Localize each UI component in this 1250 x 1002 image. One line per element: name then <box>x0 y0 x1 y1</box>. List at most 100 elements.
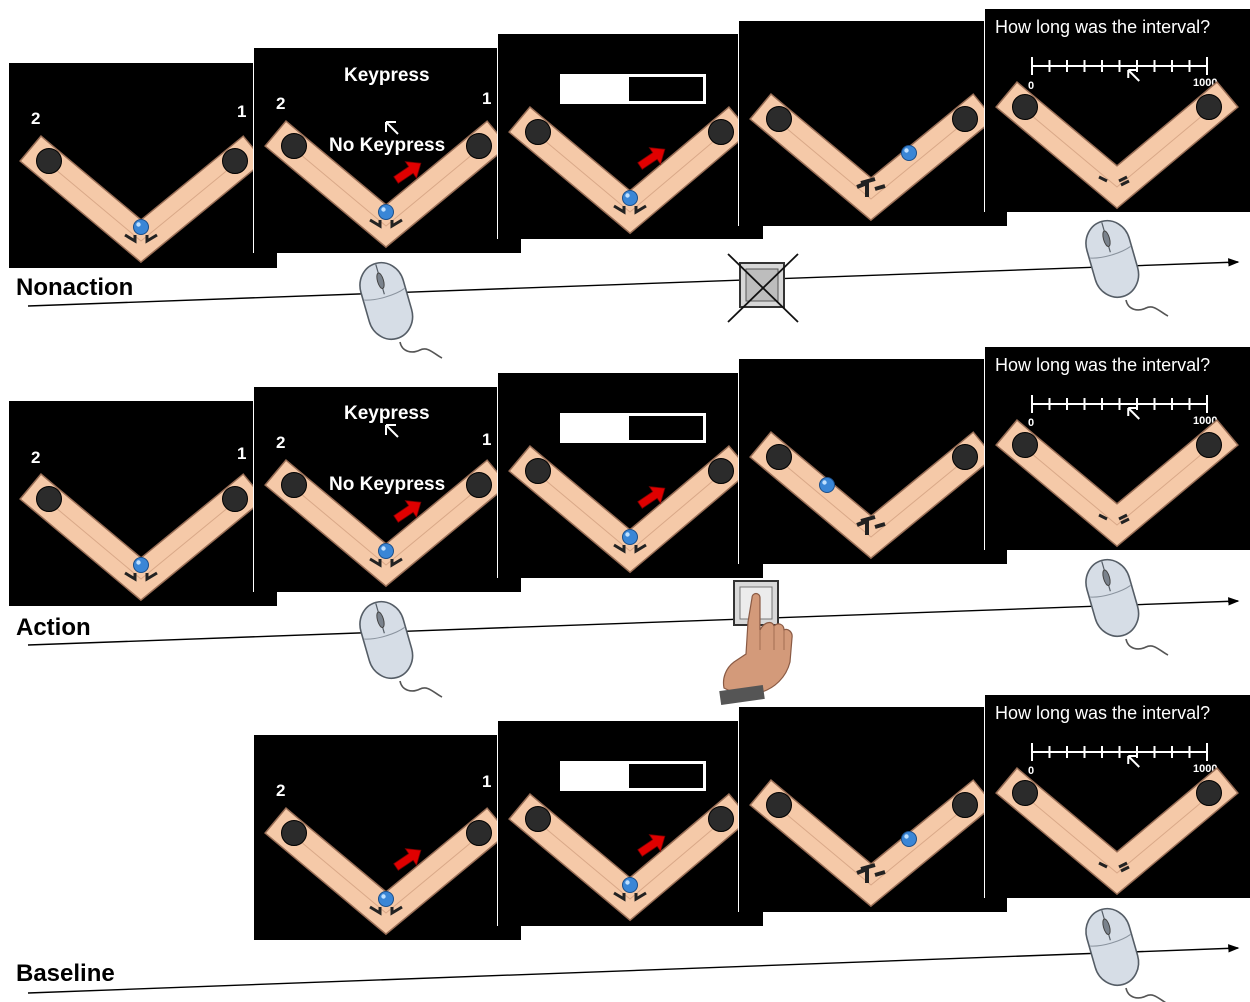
direction-arrow-icon <box>637 834 666 857</box>
v-track <box>749 779 995 908</box>
nonaction-start-screen: 2 1 <box>8 62 277 268</box>
scale-max-label: 1000 <box>1193 77 1218 89</box>
v-track <box>995 419 1239 548</box>
number-2-label: 2 <box>276 94 286 113</box>
number-2-label: 2 <box>276 433 286 452</box>
number-2-label: 2 <box>31 109 41 128</box>
v-track <box>995 767 1239 896</box>
cross-icon <box>727 253 799 323</box>
hole-icon <box>222 148 248 174</box>
cursor-icon <box>1127 69 1140 82</box>
number-1-label: 1 <box>237 444 247 463</box>
gate-icon <box>369 218 403 229</box>
delay-progress-bar <box>560 74 706 104</box>
gate-icon <box>613 891 647 902</box>
mouse-icon <box>1085 907 1167 1002</box>
hole-icon <box>36 148 62 174</box>
progress-fill <box>563 77 629 101</box>
mouse-icon <box>1085 558 1169 656</box>
interval-scale <box>1031 57 1208 82</box>
hole-icon <box>1196 432 1222 458</box>
baseline-start-screen: 2 1 <box>253 734 521 940</box>
cursor-icon <box>385 424 399 438</box>
hole-icon <box>1012 94 1038 120</box>
hole-icon <box>466 820 492 846</box>
gate-icon <box>856 177 886 197</box>
hole-icon <box>281 820 307 846</box>
mouse-icon <box>1085 219 1169 317</box>
number-1-label: 1 <box>237 102 247 121</box>
interval-scale <box>1031 743 1208 768</box>
hole-icon <box>1012 432 1038 458</box>
hole-icon <box>952 444 978 470</box>
scale-min-label: 0 <box>1028 765 1035 777</box>
gate-icon <box>369 557 403 568</box>
scale-max-label: 1000 <box>1193 763 1218 775</box>
hole-icon <box>952 792 978 818</box>
interval-question: How long was the interval? <box>995 17 1211 37</box>
number-1-label: 1 <box>482 772 492 791</box>
hole-icon <box>525 119 551 145</box>
number-2-label: 2 <box>31 448 41 467</box>
delay-progress-bar <box>560 413 706 443</box>
direction-arrow-icon <box>637 486 666 509</box>
direction-arrow-icon <box>637 147 666 170</box>
v-track <box>264 120 509 249</box>
hole-icon <box>36 486 62 512</box>
gate-icon <box>124 233 158 244</box>
keypress-option: Keypress <box>344 403 430 424</box>
hole-icon <box>281 133 307 159</box>
nonaction-choice-screen: Keypress No Keypress 2 1 <box>253 47 521 253</box>
gate-icon <box>856 515 886 535</box>
action-delay-screen <box>497 372 763 578</box>
mouse-icon <box>359 600 443 698</box>
v-track <box>264 424 509 588</box>
action-label: Action <box>16 614 91 641</box>
gate-icon <box>1098 175 1130 187</box>
nonaction-label: Nonaction <box>16 274 134 301</box>
hole-icon <box>708 119 734 145</box>
mouse-icon <box>359 261 443 359</box>
gate-icon <box>856 863 886 883</box>
interval-question: How long was the interval? <box>995 355 1211 375</box>
gate-icon <box>369 905 403 916</box>
v-track <box>508 793 751 922</box>
hole-icon <box>766 792 792 818</box>
number-1-label: 1 <box>482 430 492 449</box>
baseline-outcome-screen <box>738 706 1007 912</box>
direction-arrow-icon <box>393 161 422 184</box>
v-track <box>508 106 751 235</box>
nonaction-delay-screen <box>497 33 763 239</box>
v-track <box>19 473 265 602</box>
v-track <box>19 135 265 264</box>
v-track <box>749 431 995 560</box>
cursor-icon <box>1127 755 1140 768</box>
cursor-icon <box>385 121 399 135</box>
no-keypress-option: No Keypress <box>329 135 446 156</box>
action-outcome-screen <box>738 358 1007 564</box>
hand-icon <box>719 580 793 705</box>
progress-fill <box>563 416 629 440</box>
interval-question: How long was the interval? <box>995 703 1211 723</box>
hole-icon <box>1196 94 1222 120</box>
hole-icon <box>1012 780 1038 806</box>
hole-icon <box>525 806 551 832</box>
number-1-label: 1 <box>482 89 492 108</box>
cursor-icon <box>1127 407 1140 420</box>
nonaction-judgement-screen: How long was the interval? 0 1000 <box>984 8 1250 212</box>
hole-icon <box>1196 780 1222 806</box>
nonaction-timeline <box>27 258 1240 307</box>
baseline-judgement-screen: How long was the interval? 0 1000 <box>984 694 1250 898</box>
v-track <box>508 445 751 574</box>
baseline-timeline <box>27 944 1240 994</box>
number-2-label: 2 <box>276 781 286 800</box>
action-start-screen: 2 1 <box>8 400 277 606</box>
no-keypress-option: No Keypress <box>329 474 446 495</box>
baseline-label: Baseline <box>16 960 115 987</box>
action-judgement-screen: How long was the interval? 0 1000 <box>984 346 1250 550</box>
baseline-delay-screen <box>497 720 763 926</box>
hole-icon <box>766 106 792 132</box>
progress-fill <box>563 764 629 788</box>
action-choice-screen: Keypress No Keypress 2 1 <box>253 386 521 592</box>
